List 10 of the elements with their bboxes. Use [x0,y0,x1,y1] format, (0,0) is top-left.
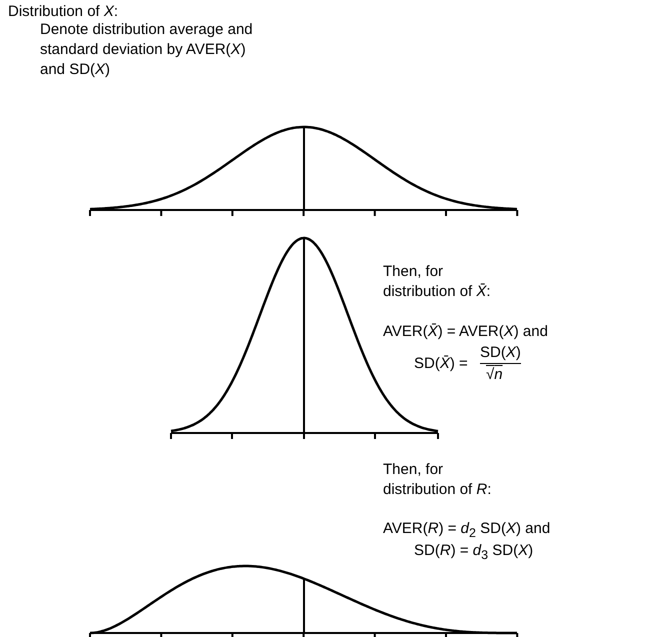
formula: SD(X̄) = [414,354,468,374]
description-text: Denote distribution average and standard deviation by AVER(X) and SD(X) [40,20,254,80]
formula: SD(R) = d$_{3}$ SD(X) [414,541,534,564]
formula: AVER(X̄) = AVER(X) and [383,322,548,342]
description-text: Then, for distribution of R: [383,460,492,500]
fraction-numerator: SD(X) [480,343,521,364]
formula: AVER(R) = d$_{2}$ SD(X) and [383,519,550,542]
description-text: Then, for distribution of X̄: [383,262,492,302]
title: Distribution of X: [8,2,118,22]
fraction-denominator: √n [486,365,503,385]
